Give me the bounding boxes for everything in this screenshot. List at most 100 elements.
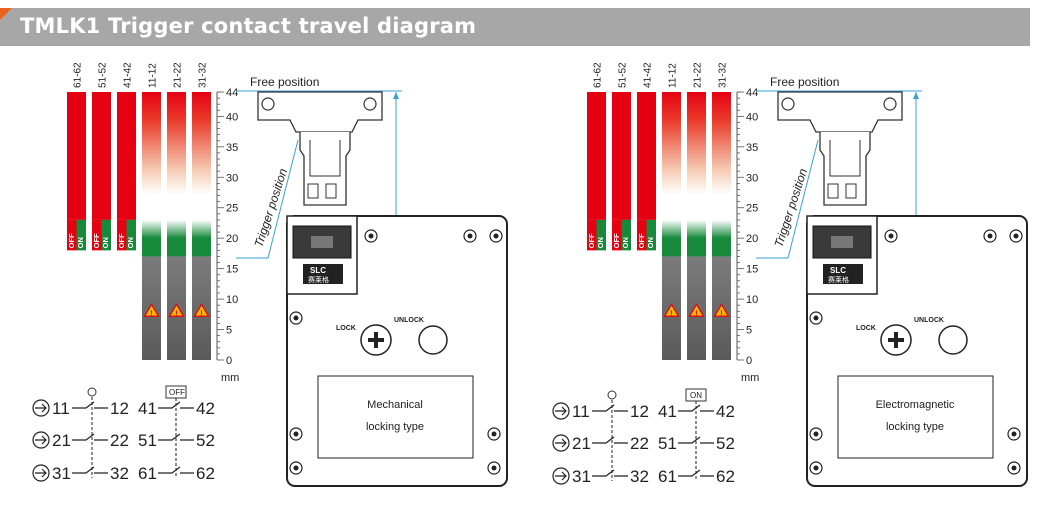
contact-column-21-22: 21-22! <box>687 62 706 360</box>
travel-gradient-bar <box>192 92 211 220</box>
terminal-b: 12 <box>630 402 649 421</box>
terminal-b: 22 <box>630 434 649 453</box>
scale-tick-label: 5 <box>746 325 752 337</box>
terminal-a: 31 <box>52 464 71 483</box>
trigger-position-line <box>236 139 299 259</box>
screw-center <box>1011 465 1017 471</box>
red-zone-bar <box>612 92 631 220</box>
terminal-d: 62 <box>716 467 735 486</box>
contact-column-31-32: 31-32! <box>712 62 731 360</box>
terminal-a: 21 <box>52 431 71 450</box>
arrow-icon <box>35 403 47 413</box>
arrow-icon <box>35 468 47 478</box>
contact-green-zone <box>687 219 706 257</box>
off-label: OFF <box>67 233 76 248</box>
terminal-b: 32 <box>630 467 649 486</box>
terminal-a: 31 <box>572 467 591 486</box>
head-slot-inner <box>831 236 853 248</box>
warning-mark: ! <box>670 310 672 317</box>
contact-green-zone <box>662 219 681 257</box>
brand-logo-cn: 赛莱格 <box>828 275 849 284</box>
warning-mark: ! <box>200 310 202 317</box>
on-segment <box>101 219 111 251</box>
arrow-icon <box>555 406 567 416</box>
terminal-c: 51 <box>138 431 157 450</box>
scale-tick-label: 15 <box>226 264 238 276</box>
unlock-label: UNLOCK <box>914 317 944 324</box>
travel-gradient-bar <box>712 92 731 220</box>
state-marker-circle <box>87 387 97 397</box>
scale-tick-label: 44 <box>226 87 238 99</box>
screw-center <box>493 233 499 239</box>
on-segment <box>76 219 86 251</box>
on-label: ON <box>646 237 655 248</box>
off-segment <box>67 219 77 251</box>
warning-mark: ! <box>695 310 697 317</box>
nc-contact-symbol <box>158 433 194 441</box>
column-label: 51-52 <box>618 62 629 88</box>
column-label: 31-32 <box>718 62 729 88</box>
warning-icon <box>713 303 730 317</box>
on-label: ON <box>621 237 630 248</box>
mount-hole <box>883 97 897 111</box>
scale-tick-label: 20 <box>226 233 238 245</box>
terminal-b: 32 <box>110 464 129 483</box>
screw-center <box>1013 233 1019 239</box>
scale-tick-label: 25 <box>746 203 758 215</box>
arrow-head-up <box>393 92 399 99</box>
head-slot-inner <box>311 236 333 248</box>
state-marker-circle <box>607 390 617 400</box>
brand-plate <box>303 264 343 284</box>
scale-unit-label: mm <box>741 372 759 384</box>
warning-icon <box>663 303 680 317</box>
tongue-tab <box>827 183 839 199</box>
actuator-bracket <box>777 91 903 133</box>
screw-center <box>813 465 819 471</box>
trigger-position-line <box>756 139 819 259</box>
scale-unit-label: mm <box>221 372 239 384</box>
title-bar <box>0 8 1030 46</box>
on-segment <box>621 219 631 251</box>
scale-tick-label: 40 <box>746 111 758 123</box>
terminal-a: 21 <box>572 434 591 453</box>
column-label: 11-12 <box>668 63 679 88</box>
tongue-tab <box>845 183 857 199</box>
travel-gradient-bar <box>142 92 161 220</box>
type-plate <box>317 375 474 459</box>
travel-gradient-bar <box>687 92 706 220</box>
mount-hole <box>261 97 275 111</box>
column-label: 41-42 <box>123 62 134 88</box>
terminal-d: 42 <box>196 399 215 418</box>
terminal-c: 41 <box>138 399 157 418</box>
warning-mark: ! <box>720 310 722 317</box>
contact-column-11-12: 11-12! <box>662 63 681 360</box>
terminal-a: 11 <box>572 402 590 421</box>
red-zone-bar <box>587 92 606 220</box>
terminal-c: 61 <box>138 464 157 483</box>
arrow-icon <box>555 438 567 448</box>
state-marker-label: OFF <box>169 388 185 397</box>
mount-hole <box>363 97 377 111</box>
tongue-slot <box>309 140 341 177</box>
screw-center <box>293 465 299 471</box>
screw-center <box>491 465 497 471</box>
type-plate <box>837 375 994 459</box>
scale-tick-label: 25 <box>226 203 238 215</box>
nc-contact-symbol <box>678 469 714 477</box>
screw-center <box>813 431 819 437</box>
contact-green-zone <box>712 219 731 257</box>
nc-contact-symbol <box>158 466 194 474</box>
screw-center <box>293 431 299 437</box>
on-label: ON <box>101 237 110 248</box>
column-label: 21-22 <box>173 62 184 88</box>
